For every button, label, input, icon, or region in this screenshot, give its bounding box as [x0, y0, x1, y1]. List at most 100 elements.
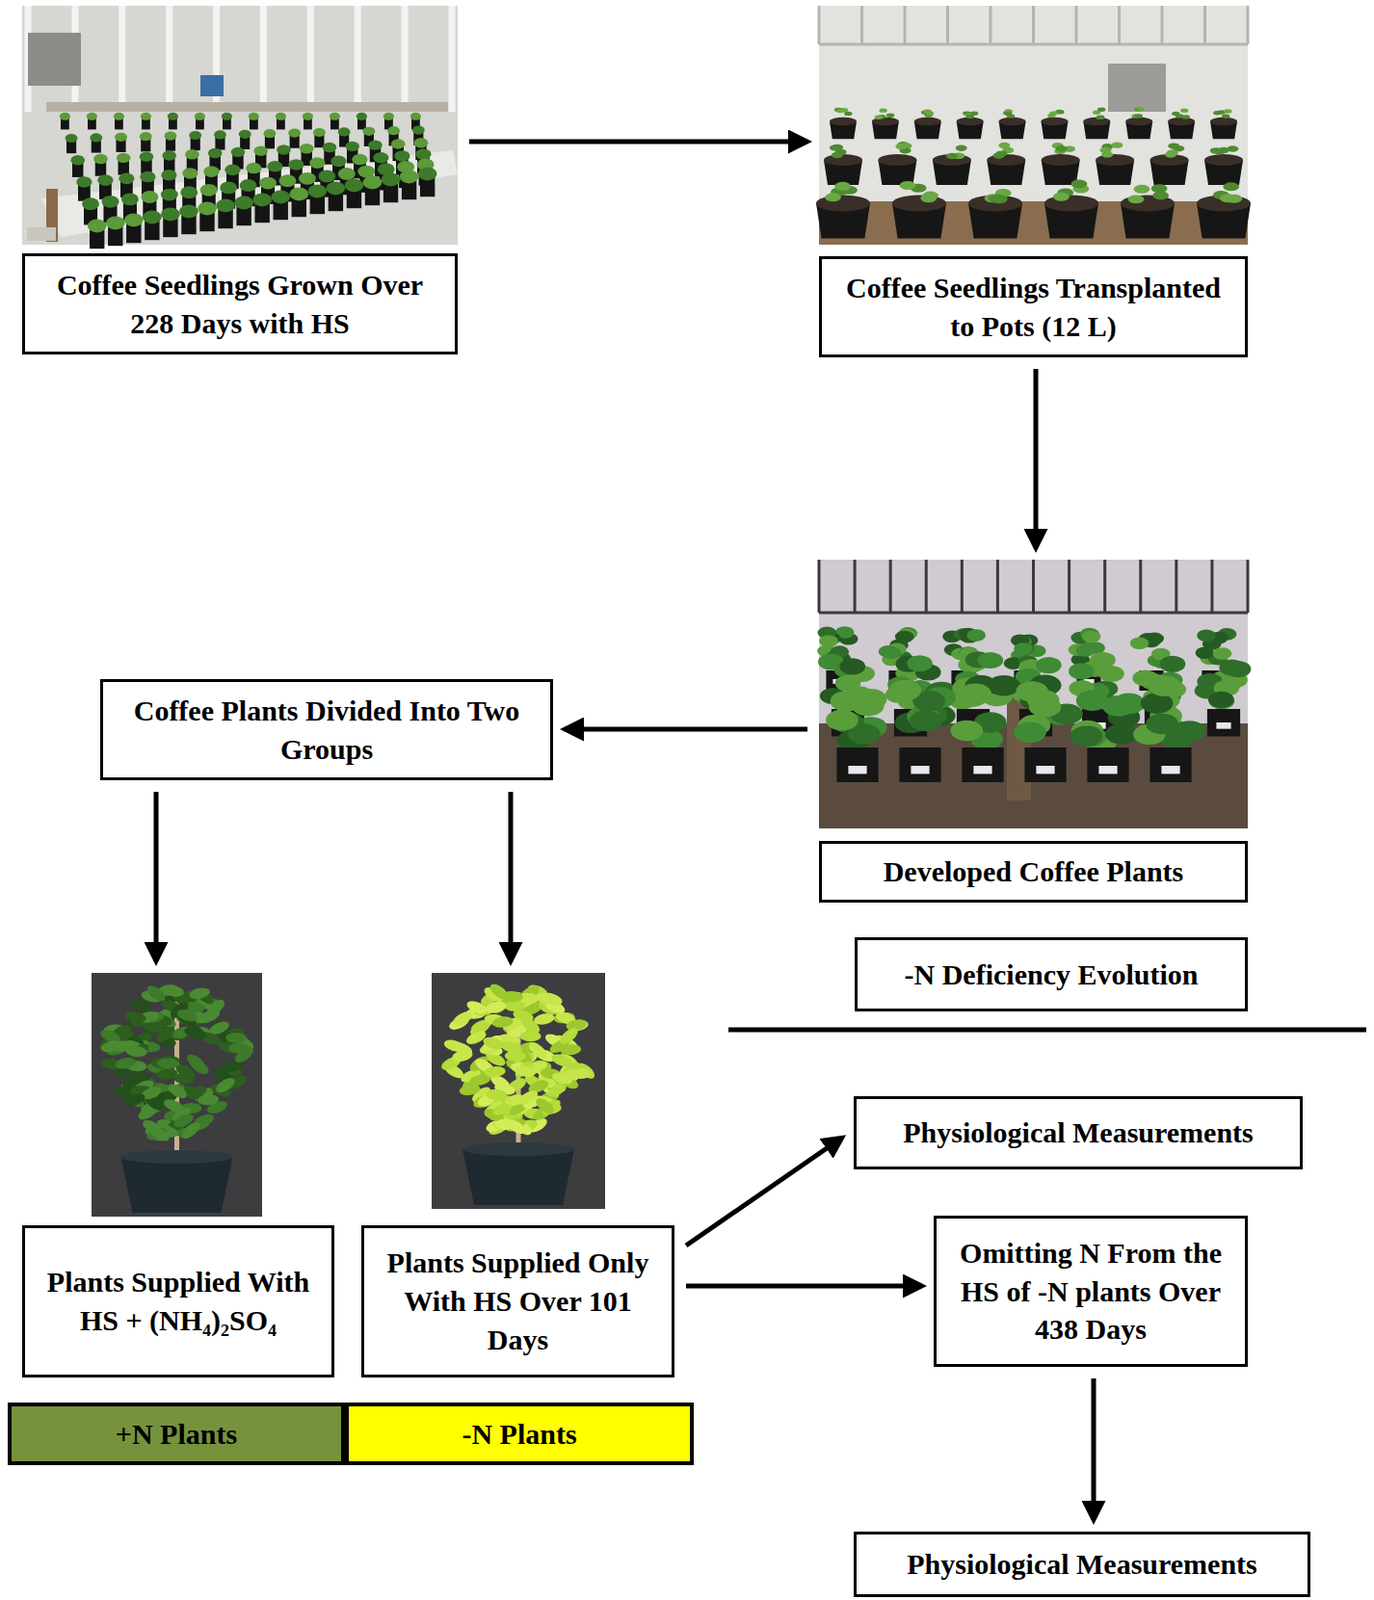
illustration-shape — [829, 117, 857, 126]
illustration-shape — [248, 112, 260, 121]
photo-step: Coffee Seedlings Transplanted to Pots (1… — [819, 5, 1248, 358]
illustration-shape — [121, 1157, 234, 1214]
illustration-shape — [823, 154, 863, 166]
illustration-shape — [819, 611, 1248, 615]
illustration-shape — [1160, 656, 1187, 673]
photo-frame — [22, 973, 335, 1226]
illustration-shape — [1086, 747, 1129, 783]
photo-step: Developed Coffee Plants — [819, 559, 1248, 903]
illustration-shape — [960, 559, 964, 613]
illustration-shape — [91, 973, 263, 1217]
illustration-shape — [1029, 696, 1062, 718]
illustration-shape — [184, 149, 200, 159]
illustration-shape — [1180, 108, 1189, 113]
illustration-shape — [279, 174, 297, 187]
illustration-shape — [836, 747, 878, 783]
nitrogen-plant-photo — [91, 973, 263, 1217]
illustration-shape — [1167, 117, 1195, 126]
illustration-shape — [1136, 106, 1144, 111]
illustration-shape — [113, 1056, 137, 1071]
illustration-shape — [1041, 154, 1081, 166]
illustration-shape — [1218, 659, 1245, 676]
illustration-shape — [239, 179, 258, 192]
illustration-shape — [874, 115, 883, 120]
illustration-shape — [816, 195, 871, 212]
illustration-shape — [494, 1119, 516, 1131]
step-label: -N Plants — [461, 1415, 577, 1454]
illustration-shape — [1098, 665, 1125, 683]
illustration-shape — [988, 193, 1005, 203]
illustration-shape — [179, 204, 199, 218]
illustration-shape — [114, 132, 128, 142]
illustration-shape — [462, 1142, 575, 1157]
illustration-shape — [171, 1111, 196, 1132]
illustration-shape — [259, 177, 277, 190]
illustration-shape — [1213, 647, 1233, 661]
illustration-shape — [391, 138, 406, 149]
illustration-shape — [228, 1043, 250, 1055]
illustration-shape — [986, 154, 1026, 166]
illustration-shape — [1161, 766, 1180, 774]
illustration-shape — [86, 112, 98, 121]
illustration-shape — [266, 160, 283, 173]
illustration-shape — [465, 998, 490, 1017]
illustration-shape — [1096, 115, 1105, 120]
illustration-shape — [89, 132, 103, 142]
illustration-shape — [140, 190, 159, 204]
illustration-shape — [989, 5, 993, 45]
illustration-shape — [46, 102, 449, 112]
illustration-shape — [270, 189, 291, 204]
illustration-shape — [819, 43, 1248, 47]
illustration-shape — [123, 1091, 147, 1110]
illustration-shape — [252, 192, 272, 207]
flow-arrow — [686, 1137, 843, 1246]
illustration-shape — [877, 154, 917, 166]
illustration-shape — [1097, 107, 1106, 112]
illustration-shape — [526, 1039, 550, 1061]
illustration-shape — [144, 982, 168, 1005]
illustration-shape — [231, 147, 246, 158]
illustration-shape — [387, 126, 400, 135]
illustration-shape — [182, 167, 198, 180]
step-label: Plants Supplied With HS + (NH₄)₂SO₄ — [44, 1263, 313, 1341]
illustration-shape — [187, 986, 212, 1002]
illustration-shape — [819, 5, 1248, 245]
illustration-shape — [225, 1032, 247, 1044]
illustration-shape — [147, 1124, 172, 1144]
illustration-shape — [839, 658, 866, 675]
illustration-shape — [431, 973, 606, 1210]
illustration-shape — [263, 129, 276, 138]
illustration-shape — [1040, 117, 1068, 126]
illustration-shape — [491, 1015, 514, 1030]
illustration-shape — [512, 1058, 536, 1082]
illustration-shape — [1246, 559, 1250, 613]
illustration-shape — [157, 1057, 179, 1069]
illustration-shape — [1148, 675, 1182, 697]
illustration-shape — [450, 1008, 476, 1029]
illustration-shape — [356, 112, 368, 121]
step-label: Omitting N From the HS of -N plants Over… — [955, 1234, 1226, 1350]
illustration-shape — [996, 559, 1000, 613]
illustration-shape — [1225, 194, 1242, 204]
illustration-shape — [87, 218, 107, 233]
step-box: Coffee Seedlings Grown Over 228 Days wit… — [22, 253, 458, 355]
illustration-shape — [197, 201, 217, 215]
illustration-shape — [65, 133, 79, 143]
illustration-shape — [895, 143, 907, 150]
illustration-shape — [946, 5, 950, 45]
flow-arrow — [469, 139, 808, 145]
illustration-shape — [483, 1000, 507, 1016]
illustration-shape — [462, 1149, 575, 1206]
illustration-shape — [513, 1064, 536, 1079]
illustration-shape — [998, 142, 1010, 149]
step-box: Omitting N From the HS of -N plants Over… — [933, 1215, 1248, 1368]
illustration-shape — [125, 1045, 148, 1058]
illustration-shape — [70, 155, 85, 165]
illustration-shape — [966, 629, 986, 642]
illustration-shape — [899, 181, 917, 190]
illustration-shape — [1196, 630, 1216, 643]
illustration-shape — [1108, 63, 1166, 112]
illustration-shape — [450, 1048, 475, 1064]
illustration-shape — [503, 1092, 528, 1108]
illustration-shape — [309, 157, 325, 169]
